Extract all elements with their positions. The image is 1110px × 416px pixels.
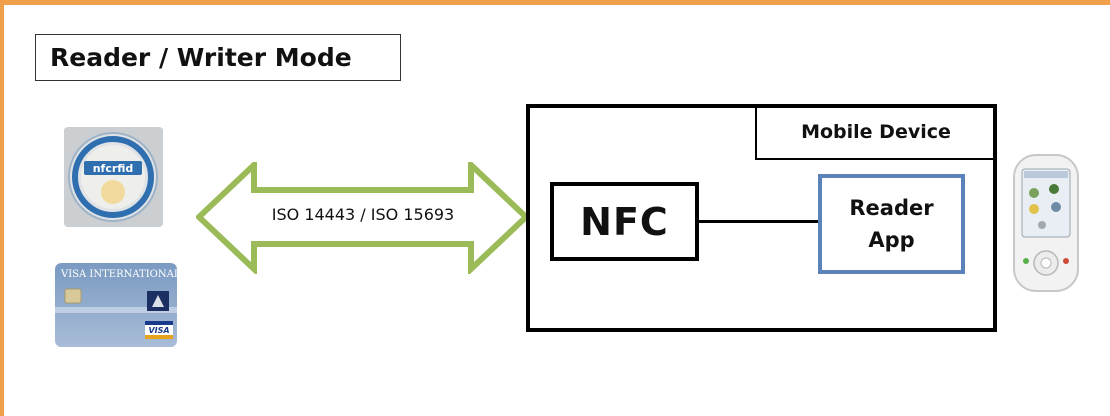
reader-app-box: Reader App (818, 174, 965, 274)
nfc-label: NFC (580, 200, 669, 244)
card-issuer-text: VISA INTERNATIONAL (60, 269, 177, 280)
nfc-tag-graphic: nfcrfid (64, 127, 163, 227)
card-logo-text: VISA (148, 326, 169, 335)
phone-image (1012, 153, 1080, 293)
mobile-device-label: Mobile Device (755, 106, 995, 160)
diagram-title-text: Reader / Writer Mode (50, 43, 352, 72)
nfc-box: NFC (550, 182, 699, 261)
reader-app-line2: App (868, 224, 914, 256)
visa-card-graphic: VISA INTERNATIONAL VISA (55, 263, 177, 347)
tag-brand-text: nfcrfid (93, 162, 134, 175)
nfc-tag-image: nfcrfid (64, 127, 163, 227)
diagram-title: Reader / Writer Mode (35, 34, 401, 81)
reader-app-line1: Reader (849, 192, 933, 224)
mobile-device-label-text: Mobile Device (801, 121, 951, 143)
nfc-reader-connector (699, 220, 820, 223)
phone-graphic (1012, 153, 1080, 293)
protocol-label: ISO 14443 / ISO 15693 (254, 205, 472, 224)
visa-card-image: VISA INTERNATIONAL VISA (55, 263, 177, 347)
